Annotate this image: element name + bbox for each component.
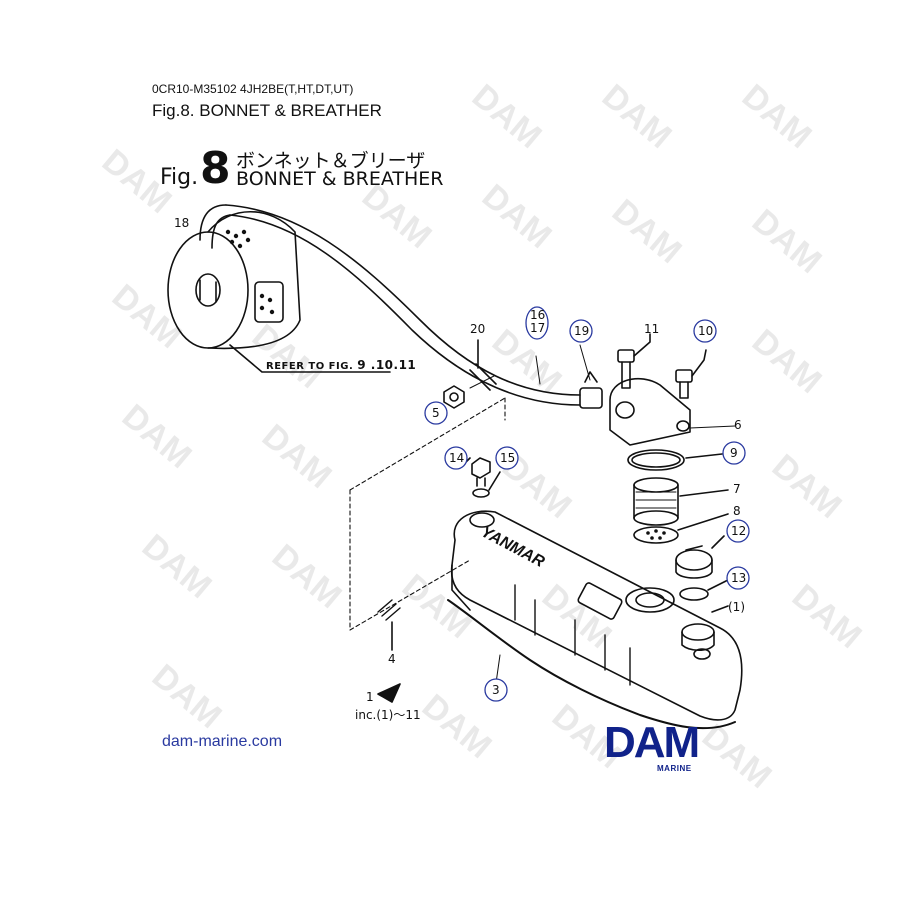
leader-19	[579, 344, 591, 381]
fig-title-jp: ボンネット＆ブリーザ	[236, 150, 426, 172]
bonnet-valve-cover	[447, 510, 743, 730]
leader-16	[535, 355, 541, 385]
callout-10: 10	[698, 324, 714, 338]
callout-1: 1	[366, 690, 374, 704]
callout-13: 13	[731, 571, 747, 585]
callout-circle-19	[569, 319, 593, 343]
svg-text:DAM: DAM	[604, 718, 698, 767]
fig-label: Fig.	[160, 165, 199, 190]
callout-11: 11	[644, 322, 660, 336]
hose-clamp	[469, 363, 497, 391]
callout-circle-14	[444, 446, 468, 470]
site-link[interactable]: dam-marine.com	[162, 733, 283, 750]
yanmar-emboss: YANMAR	[478, 524, 547, 572]
callout-circle-16	[525, 306, 549, 340]
callout-15: 15	[500, 451, 516, 465]
callout-16: 16	[530, 308, 546, 322]
callout-17: 17	[530, 321, 546, 335]
assembly-bracket	[349, 397, 506, 631]
bolt-11	[617, 333, 651, 389]
breather-cover	[609, 377, 691, 446]
o-ring-9	[627, 449, 685, 471]
filler-cap-12	[675, 535, 725, 579]
bolt-10	[675, 349, 707, 399]
o-ring-9-inner	[631, 452, 681, 468]
leader-15	[488, 471, 501, 491]
callout-18: 18	[174, 216, 190, 230]
logo-subtitle: MARINE	[657, 764, 692, 773]
refer-leader	[229, 344, 391, 373]
callout-4: 4	[388, 652, 396, 666]
callout-9: 9	[730, 446, 738, 460]
callout-circle-5	[424, 401, 448, 425]
callout-20: 20	[470, 322, 486, 336]
refer-figs: 9 .10.11	[357, 358, 417, 372]
callout-5: 5	[432, 406, 440, 420]
callout-14: 14	[449, 451, 465, 465]
refer-text: REFER TO FIG.	[266, 361, 354, 372]
callout-circle-15	[495, 446, 519, 470]
refer-note: REFER TO FIG. 9 .10.11	[266, 358, 416, 372]
callout-7: 7	[733, 482, 741, 496]
dam-logo: DAM	[604, 718, 700, 767]
callout-circle-12	[726, 519, 750, 543]
callout-12: 12	[731, 524, 747, 538]
callout-6: 6	[734, 418, 742, 432]
callout-1-sub: (1)	[728, 600, 745, 614]
plate-8	[633, 513, 729, 544]
callout-circle-3	[484, 678, 508, 702]
page-title: Fig.8. BONNET & BREATHER	[152, 101, 382, 120]
callout-circle-9	[722, 441, 746, 465]
callout-8: 8	[733, 504, 741, 518]
arrow-1	[377, 683, 401, 703]
breather-element-7	[633, 477, 729, 526]
fig-title-en: BONNET & BREATHER	[236, 168, 444, 190]
callout-circle-13	[726, 566, 750, 590]
callout-inc: inc.(1)～11	[355, 708, 421, 722]
callout-19: 19	[574, 324, 590, 338]
fig-number: 8	[200, 143, 231, 194]
washer-15	[472, 488, 490, 498]
breather-hose	[225, 204, 603, 409]
o-ring-13	[679, 587, 709, 601]
callout-circle-10	[693, 319, 717, 343]
nut-5	[443, 385, 465, 409]
stud-4	[377, 599, 401, 651]
callout-3: 3	[492, 683, 500, 697]
leader-9	[685, 453, 723, 459]
leader-6	[689, 425, 736, 429]
document-code: 0CR10-M35102 4JH2BE(T,HT,DT,UT)	[152, 82, 354, 96]
leader-13	[707, 579, 729, 591]
leader-5	[469, 375, 495, 389]
